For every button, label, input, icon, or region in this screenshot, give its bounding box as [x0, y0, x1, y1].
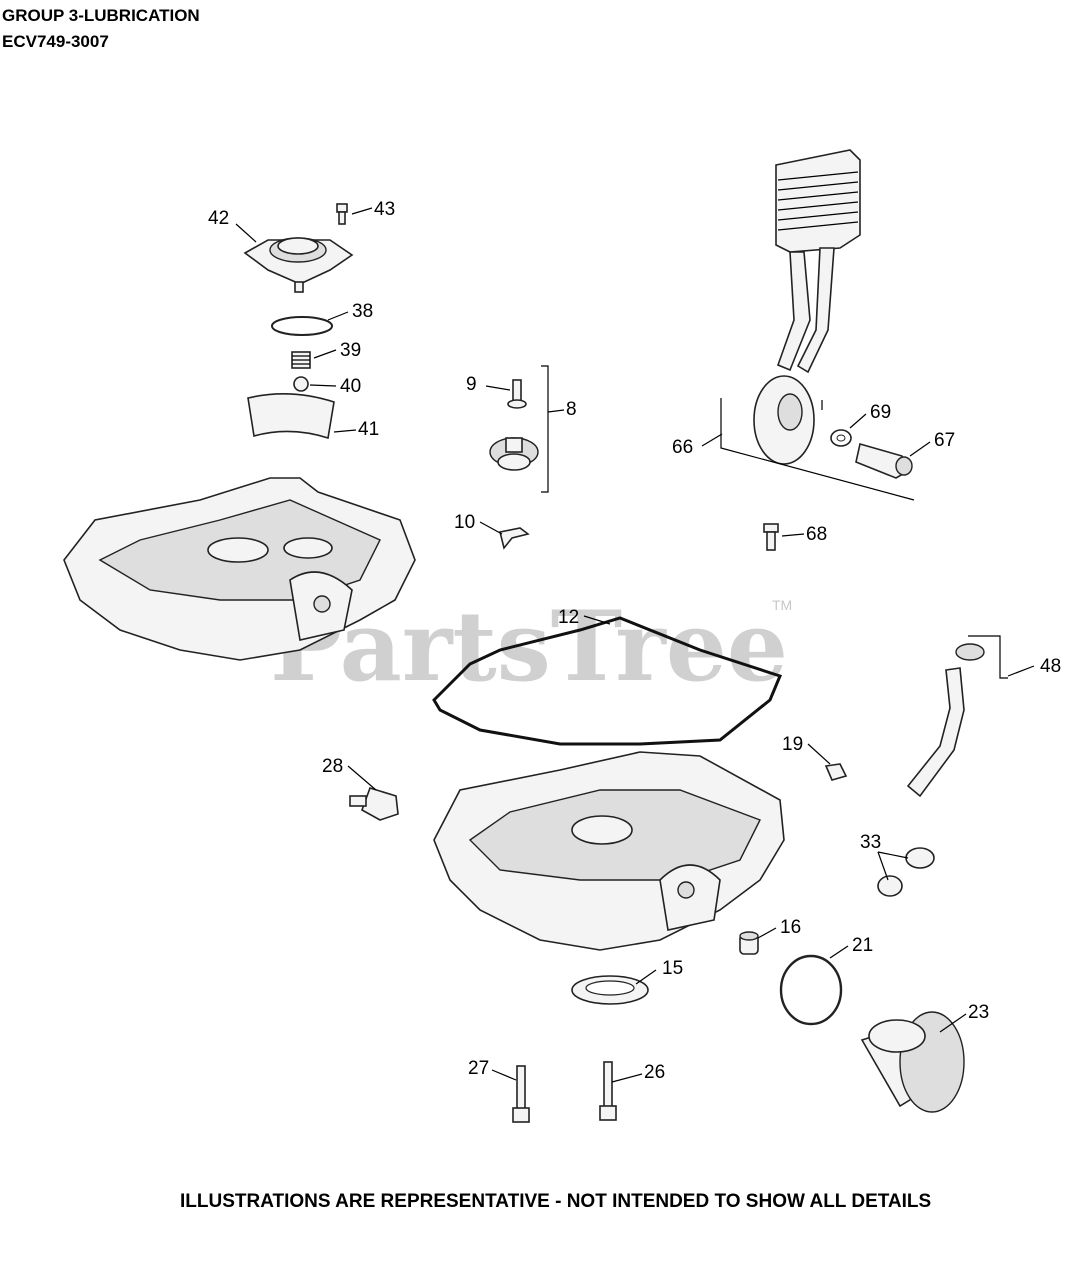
part-69-washer[interactable] [830, 429, 852, 447]
part-42-oil-pump[interactable] [243, 237, 354, 293]
callout-40[interactable]: 40 [340, 376, 361, 397]
callout-41[interactable]: 41 [358, 419, 379, 440]
callout-69[interactable]: 69 [870, 402, 891, 423]
callout-43[interactable]: 43 [374, 199, 395, 220]
callout-8[interactable]: 8 [566, 399, 577, 420]
callout-labels: 42 43 38 39 40 41 9 8 10 66 69 67 68 12 … [208, 199, 1061, 1083]
part-15-seal[interactable] [571, 975, 649, 1005]
part-19-clip[interactable] [824, 763, 848, 781]
part-9-pin[interactable] [507, 379, 527, 409]
callout-9[interactable]: 9 [466, 374, 477, 395]
callout-66[interactable]: 66 [672, 437, 693, 458]
part-8-bracket [541, 365, 549, 493]
callout-48[interactable]: 48 [1040, 656, 1061, 677]
callout-68[interactable]: 68 [806, 524, 827, 545]
callout-21[interactable]: 21 [852, 935, 873, 956]
callout-26[interactable]: 26 [644, 1062, 665, 1083]
part-66-oil-cooler[interactable] [753, 149, 861, 465]
callout-12[interactable]: 12 [558, 607, 579, 628]
callout-38[interactable]: 38 [352, 301, 373, 322]
part-26-bolt[interactable] [599, 1061, 617, 1121]
callout-23[interactable]: 23 [968, 1002, 989, 1023]
part-40-ball[interactable] [293, 376, 309, 392]
part-23-oil-filter[interactable] [860, 1011, 965, 1113]
callout-67[interactable]: 67 [934, 430, 955, 451]
callout-39[interactable]: 39 [340, 340, 361, 361]
diagram-group-title: GROUP 3-LUBRICATION [2, 6, 200, 25]
part-oil-pan-lower[interactable] [433, 751, 785, 951]
leader-lines [235, 207, 1035, 1083]
callout-33[interactable]: 33 [860, 832, 881, 853]
part-39-spring[interactable] [291, 351, 311, 369]
part-33-fittings[interactable] [877, 847, 935, 897]
part-38-o-ring[interactable] [271, 316, 333, 336]
part-41-screen[interactable] [247, 393, 335, 440]
part-10-clip[interactable] [499, 527, 530, 550]
part-21-o-ring[interactable] [779, 954, 843, 1026]
callout-19[interactable]: 19 [782, 734, 803, 755]
part-68-bolt[interactable] [763, 523, 779, 551]
callout-16[interactable]: 16 [780, 917, 801, 938]
part-16-bushing[interactable] [739, 931, 759, 955]
part-28-oil-sensor[interactable] [349, 787, 399, 821]
callout-15[interactable]: 15 [662, 958, 683, 979]
callout-42[interactable]: 42 [208, 208, 229, 229]
part-48-hose[interactable] [906, 643, 985, 798]
callout-10[interactable]: 10 [454, 512, 475, 533]
callout-27[interactable]: 27 [468, 1058, 489, 1079]
part-66-bracket [720, 398, 915, 501]
part-8-governor-gear[interactable] [489, 437, 539, 471]
diagram-model-number: ECV749-3007 [2, 32, 109, 51]
part-12-gasket[interactable] [432, 616, 783, 746]
callout-28[interactable]: 28 [322, 756, 343, 777]
part-43-bolt[interactable] [336, 203, 348, 225]
part-48-bracket [968, 635, 1008, 679]
disclaimer-note: ILLUSTRATIONS ARE REPRESENTATIVE - NOT I… [180, 1191, 932, 1212]
part-crankcase-upper[interactable] [63, 477, 416, 661]
watermark-tm: TM [772, 597, 792, 613]
part-67-nipple[interactable] [855, 442, 913, 479]
part-27-bolt[interactable] [512, 1065, 530, 1123]
